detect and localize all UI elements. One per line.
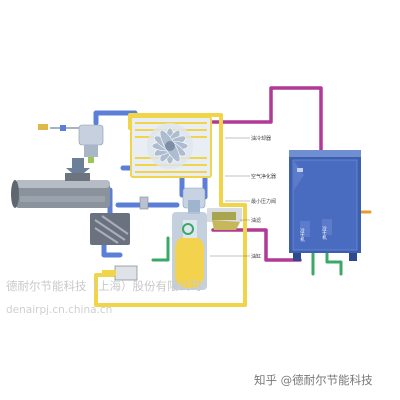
dryer-label-right: 冷干机 <box>322 225 327 241</box>
dryer-label-left: 冷干机 <box>300 227 305 243</box>
fan-icon <box>147 123 193 169</box>
watermark-zhihu: 知乎 @德耐尔节能科技 <box>254 373 373 387</box>
label-oil-cooler: 油冷却器 <box>251 135 271 142</box>
air-purifier <box>182 187 206 214</box>
label-air-purifier: 空气净化器 <box>251 173 276 180</box>
middle-valve <box>139 196 149 210</box>
watermark-company: 德耐尔节能科技（上海）股份有限公司 <box>6 279 202 293</box>
purple-pipes <box>211 86 323 262</box>
label-oil-tank: 油缸 <box>251 253 261 260</box>
min-pressure-valve <box>207 208 242 230</box>
intake-valve <box>38 124 104 163</box>
yellow-pipe-top <box>94 113 247 307</box>
label-oil-filter: 油滤 <box>251 217 261 224</box>
label-min-pressure-valve: 最小压力阀 <box>251 198 276 205</box>
green-pipe-separator <box>151 236 170 262</box>
valve-handle-icon <box>38 124 48 130</box>
purple-pipe-bottom <box>211 228 302 262</box>
purple-pipe-top <box>211 86 323 162</box>
oil-cooler <box>130 116 212 178</box>
dryer-indicator <box>297 168 303 172</box>
leader-lines <box>210 137 250 257</box>
watermark-website: denairpj.cn.china.cn <box>6 304 112 316</box>
oil-tank <box>172 212 207 290</box>
air-filter <box>11 158 110 208</box>
compressor-block <box>90 213 138 281</box>
refrigerated-dryer: 冷干机 冷干机 <box>289 150 361 261</box>
pipe-bottom-loop <box>101 240 123 258</box>
